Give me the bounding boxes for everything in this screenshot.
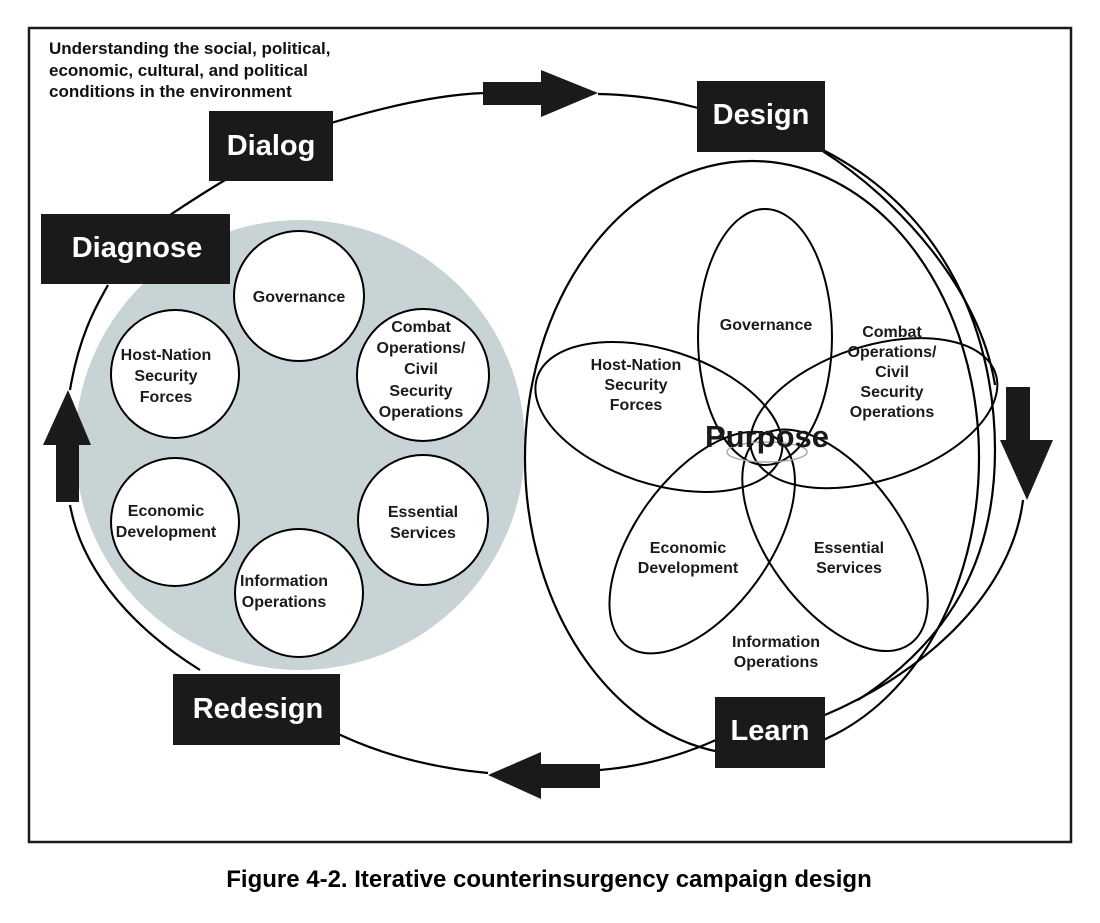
petal-essential-label-2: Services [816,560,882,577]
cycle-path [68,91,1025,775]
arc-dialog-to-arrow [317,91,486,129]
petal-host-nation-label-3: Forces [610,397,663,414]
circle-essential-label-2: Services [390,525,456,542]
circle-combat-label-3: Civil [404,361,438,378]
stage-learn-box [715,697,825,768]
circle-information-label-1: Information [240,573,328,590]
petal-governance [697,208,833,466]
petal-host-nation-label-1: Host-Nation [591,357,682,374]
circle-combat-label-2: Operations/ [377,340,466,357]
context-line-3: conditions in the environment [49,82,292,101]
petal-economic-label-2: Development [638,560,739,577]
figure-caption: Figure 4-2. Iterative counterinsurgency … [226,866,872,893]
petal-combat-label-3: Civil [875,364,909,381]
circle-combat-label-1: Combat [391,319,451,336]
circle-information [234,528,364,658]
stage-diagnose: Diagnose [41,214,230,284]
petal-combat-label-4: Security [860,384,923,401]
petal-essential [741,428,929,653]
circle-essential [357,454,489,586]
circle-information-label-2: Operations [242,594,327,611]
stage-redesign: Redesign [173,674,340,745]
stage-learn-label: Learn [731,715,810,747]
circle-host-nation-label-3: Forces [140,389,193,406]
circle-combat-label-4: Security [389,383,452,400]
arc-redesign-to-up-arrow [68,504,201,671]
arrow-right-icon [483,70,598,117]
arc-learn-to-arrow [599,738,717,772]
arc-diagnose-to-dialog [169,179,226,216]
purpose-label: Purpose [705,419,829,454]
petal-economic-label-1: Economic [650,540,727,557]
stage-design-box [697,81,825,152]
diagnose-circles [110,230,490,658]
design-petals [534,208,999,655]
stage-design: Design [697,81,825,152]
arc-arrow-to-design [597,92,699,110]
purpose-halo [726,441,808,463]
arrow-left-icon [488,752,600,799]
circle-host-nation [110,309,240,439]
petal-economic [608,430,796,655]
arrow-down-icon [1000,387,1053,500]
stage-dialog-label: Dialog [227,130,316,162]
circle-combat-label-5: Operations [379,404,464,421]
arc-design-to-down-arrow [820,149,997,386]
stage-dialog: Dialog [209,111,333,181]
petal-host-nation [534,340,784,493]
stage-redesign-box [173,674,340,745]
petal-combat-label-2: Operations/ [848,344,937,361]
circle-governance [233,230,365,362]
arrow-up-icon [43,390,91,502]
petal-combat-label-1: Combat [862,324,922,341]
petal-combat [749,337,999,490]
circle-host-nation-label-1: Host-Nation [121,347,212,364]
petal-host-nation-label-2: Security [604,377,667,394]
context-line-2: economic, cultural, and political [49,61,308,80]
petal-governance-label: Governance [720,317,813,334]
petal-information-label-2: Operations [734,654,819,671]
stage-diagnose-box [41,214,230,284]
petal-information-label-1: Information [732,634,820,651]
circle-economic [110,457,240,587]
circle-combat [356,308,490,442]
stage-redesign-label: Redesign [193,693,324,725]
circle-essential-label-1: Essential [388,504,458,521]
context-line-1: Understanding the social, political, [49,39,331,58]
arc-arrow-to-redesign [329,729,489,775]
stage-learn: Learn [715,697,825,768]
circle-governance-label: Governance [253,289,346,306]
stage-dialog-box [209,111,333,181]
circle-host-nation-label-2: Security [134,368,197,385]
circle-economic-label-2: Development [116,524,217,541]
petal-essential-label-1: Essential [814,540,884,557]
circle-economic-label-1: Economic [128,503,205,520]
stage-diagnose-label: Diagnose [72,232,203,264]
arc-up-arrow-to-diagnose [68,284,109,391]
petal-combat-label-5: Operations [850,404,935,421]
stage-design-label: Design [713,99,810,131]
